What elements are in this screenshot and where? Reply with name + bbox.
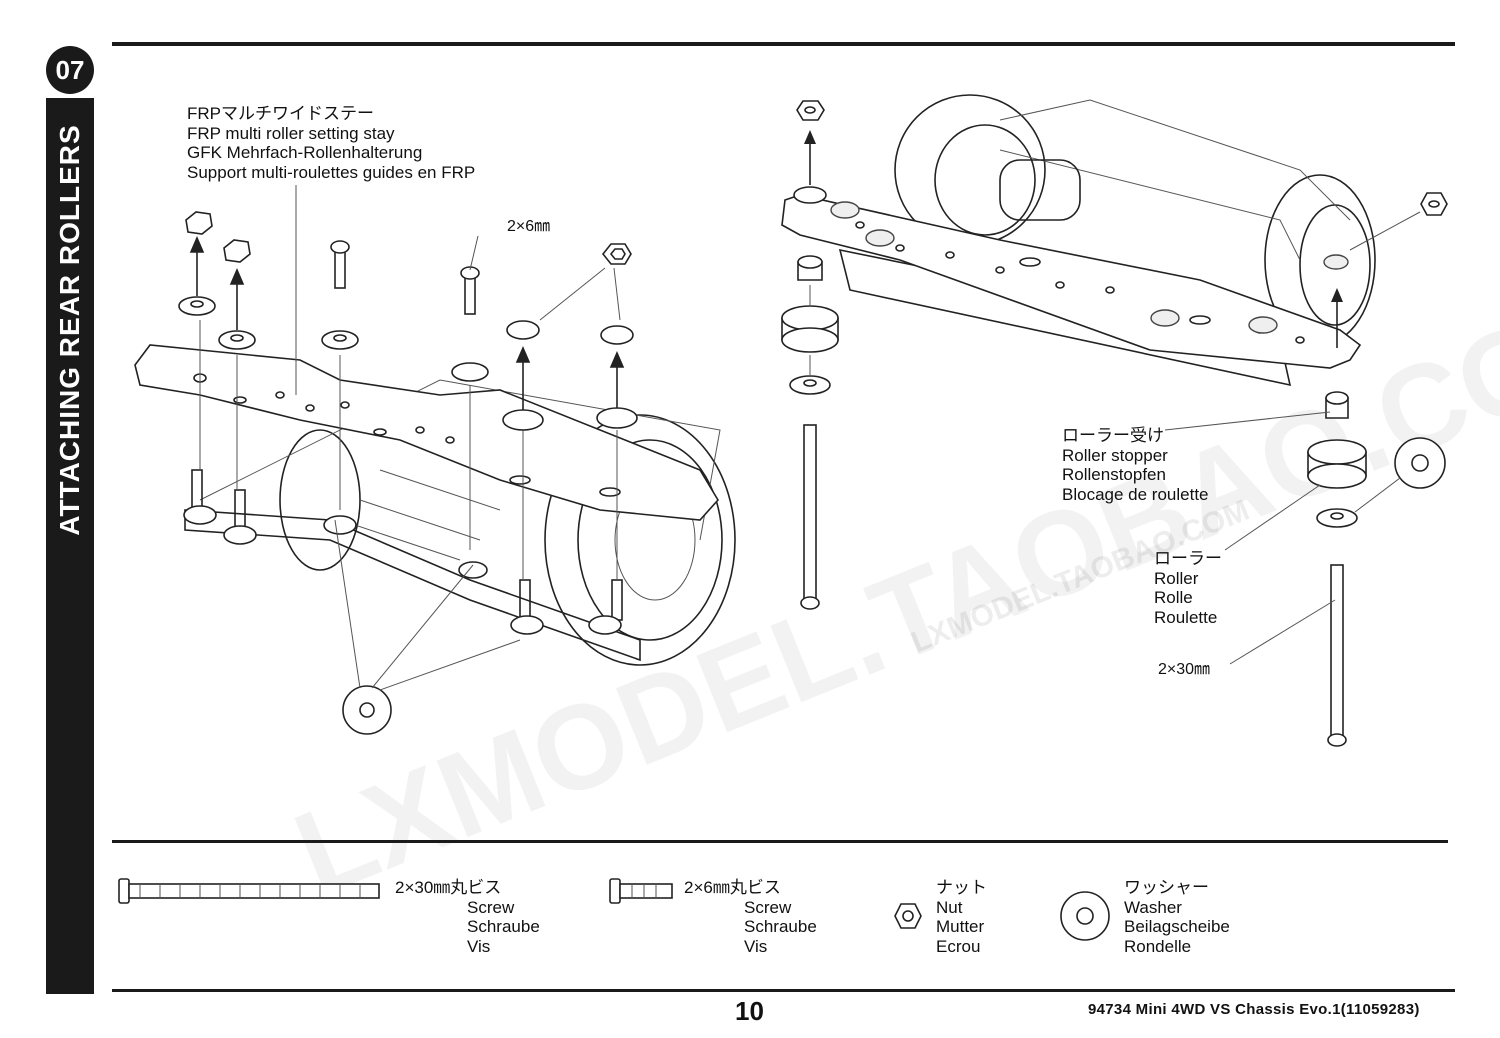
roller-label: ローラー Roller Rolle Roulette (1154, 549, 1222, 627)
long-screw-icon (118, 878, 380, 904)
legend-short-screw-de: Schraube (744, 917, 817, 936)
screw-2x6-label: 2×6㎜ (507, 218, 551, 235)
frp-stay-en: FRP multi roller setting stay (187, 123, 395, 143)
legend-nut-en: Nut (936, 897, 963, 917)
step-number-badge: 07 (46, 46, 94, 94)
screw-2x30-label: 2×30㎜ (1158, 661, 1211, 678)
roller-stopper-ja: ローラー受け (1062, 426, 1164, 445)
legend-nut-de: Mutter (936, 917, 985, 936)
roller-stopper-label: ローラー受け Roller stopper Rollenstopfen Bloc… (1062, 426, 1209, 504)
washer-icon (1060, 891, 1110, 941)
frp-stay-label: FRPマルチワイドステー FRP multi roller setting st… (187, 104, 475, 182)
frp-stay-fr: Support multi-roulettes guides en FRP (187, 162, 476, 182)
product-code: 94734 Mini 4WD VS Chassis Evo.1(11059283… (1088, 1001, 1420, 1018)
legend-nut-fr: Ecrou (936, 936, 981, 956)
roller-stopper-fr: Blocage de roulette (1062, 484, 1209, 504)
legend-long-screw-en: Screw (467, 897, 515, 917)
right-chassis-drawing (781, 94, 1448, 747)
legend-short-screw-fr: Vis (744, 936, 768, 956)
roller-fr: Roulette (1154, 607, 1218, 627)
legend-long-screw: 2×30㎜丸ビス Screw Schraube Vis (395, 878, 540, 956)
legend-nut-ja: ナット (936, 878, 987, 897)
page-number: 10 (735, 996, 764, 1026)
bottom-rule (112, 989, 1455, 992)
legend-short-screw-en: Screw (744, 897, 792, 917)
legend-long-screw-ja: 2×30㎜丸ビス (395, 878, 502, 897)
legend-washer-en: Washer (1124, 897, 1182, 917)
frp-stay-de: GFK Mehrfach-Rollenhalterung (187, 143, 423, 162)
roller-stopper-de: Rollenstopfen (1062, 465, 1166, 484)
legend-short-screw-ja: 2×6㎜丸ビス (684, 878, 781, 897)
legend-washer-fr: Rondelle (1124, 936, 1192, 956)
legend-nut: ナット Nut Mutter Ecrou (936, 878, 987, 956)
step-title-bar (46, 98, 94, 994)
roller-en: Roller (1154, 568, 1199, 588)
left-chassis-drawing (134, 185, 736, 735)
legend-long-screw-fr: Vis (467, 936, 491, 956)
roller-stopper-en: Roller stopper (1062, 445, 1168, 465)
short-screw-icon (609, 878, 673, 904)
legend-washer: ワッシャー Washer Beilagscheibe Rondelle (1124, 878, 1230, 956)
legend-long-screw-de: Schraube (467, 917, 540, 936)
roller-de: Rolle (1154, 588, 1193, 607)
top-rule (112, 42, 1455, 46)
legend-washer-de: Beilagscheibe (1124, 917, 1230, 936)
legend-washer-ja: ワッシャー (1124, 878, 1209, 897)
frp-stay-ja: FRPマルチワイドステー (187, 104, 374, 123)
nut-icon (894, 903, 922, 929)
legend-top-rule (112, 840, 1448, 843)
roller-ja: ローラー (1154, 549, 1222, 568)
legend-short-screw: 2×6㎜丸ビス Screw Schraube Vis (684, 878, 817, 956)
